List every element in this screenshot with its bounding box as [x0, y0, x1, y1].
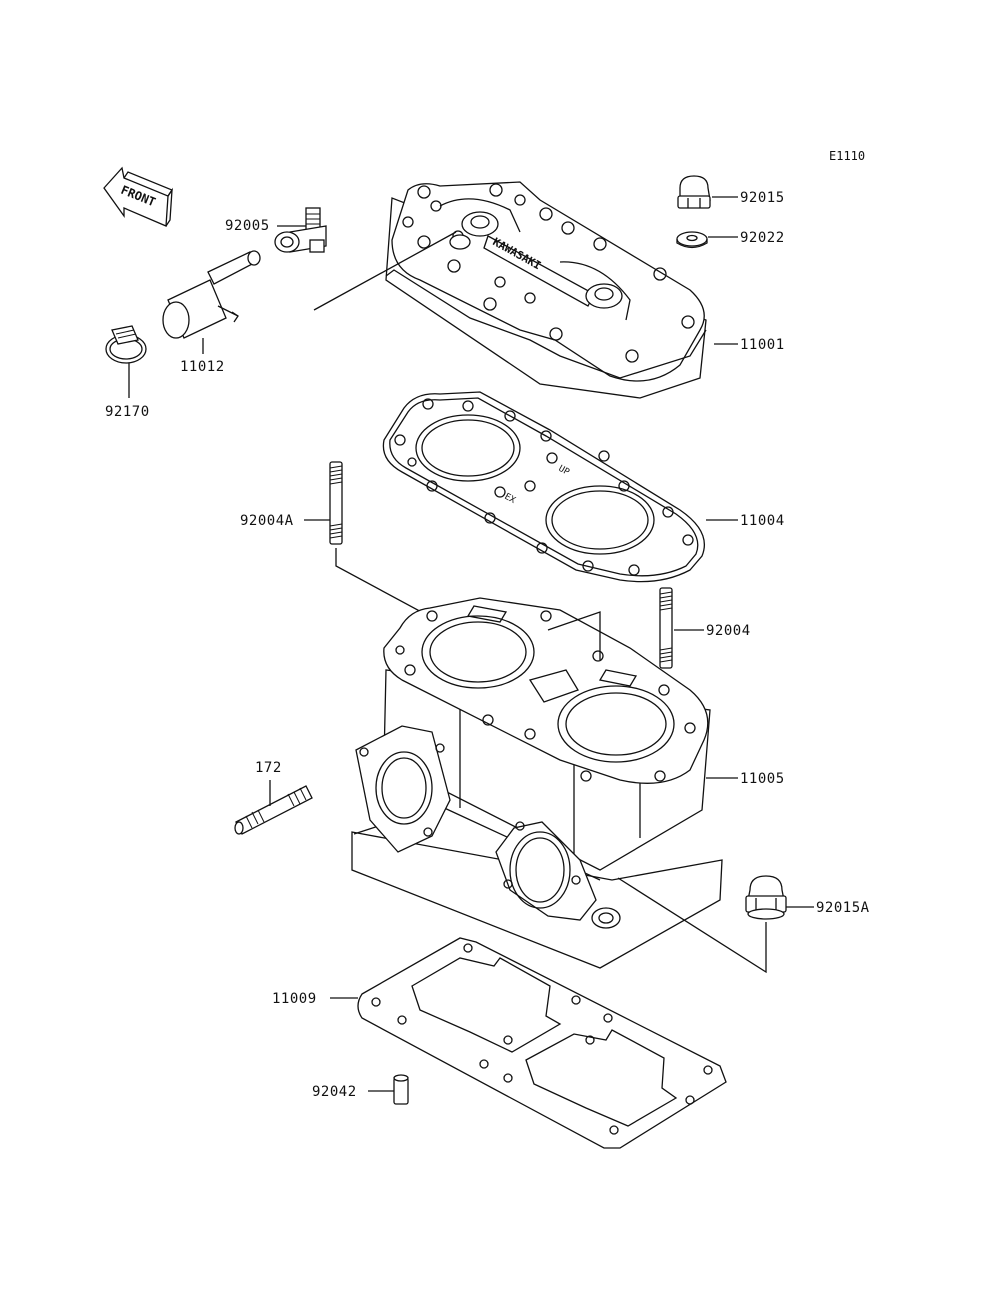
label-92005: 92005 — [225, 218, 270, 234]
dowel-pin-92042 — [368, 1074, 409, 1105]
label-11012: 11012 — [180, 359, 225, 375]
label-92004A: 92004A — [240, 513, 294, 529]
front-direction-arrow: FRONT — [103, 166, 173, 227]
leader-11012-to-head — [313, 231, 457, 311]
label-92004: 92004 — [706, 623, 751, 639]
cap-nut-92015A — [745, 875, 814, 920]
cylinder-head-11001: KAWASAKI — [385, 181, 738, 399]
stud-172 — [234, 780, 313, 835]
label-11009: 11009 — [272, 991, 317, 1007]
label-11004: 11004 — [740, 513, 785, 529]
label-92042: 92042 — [312, 1084, 357, 1100]
washer-92022 — [676, 231, 738, 249]
label-92170: 92170 — [105, 404, 150, 420]
diagram-code: E1110 — [829, 149, 865, 163]
stud-92004 — [659, 587, 704, 669]
clamp-92170 — [105, 325, 147, 398]
label-11005: 11005 — [740, 771, 785, 787]
label-11001: 11001 — [740, 337, 785, 353]
head-gasket-11004: UP EX — [382, 391, 738, 583]
sensor-11012 — [162, 250, 261, 354]
cap-nut-92015 — [677, 175, 738, 209]
fitting-92005 — [274, 207, 327, 253]
base-gasket-11009 — [330, 937, 727, 1149]
label-92015: 92015 — [740, 190, 785, 206]
gasket-mark-up: UP — [557, 464, 572, 478]
label-92015A: 92015A — [816, 900, 870, 916]
cylinder-block-11005 — [351, 597, 767, 974]
label-172: 172 — [255, 760, 282, 776]
label-92022: 92022 — [740, 230, 785, 246]
gasket-mark-ex: EX — [503, 492, 518, 506]
